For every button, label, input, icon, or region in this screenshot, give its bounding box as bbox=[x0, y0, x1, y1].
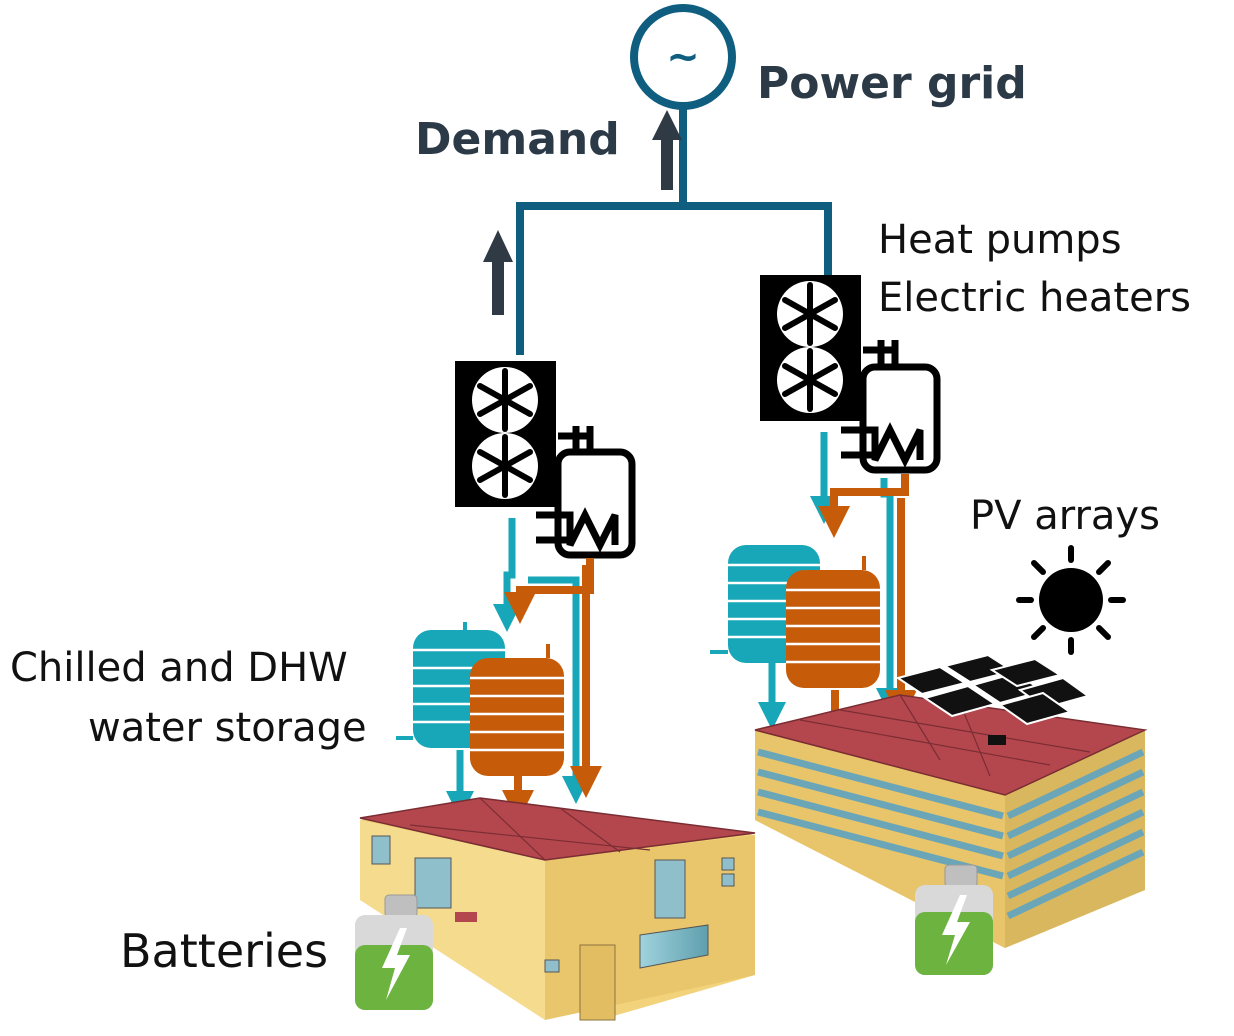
power-grid-label: Power grid bbox=[757, 58, 1027, 109]
battery-icon-right bbox=[915, 864, 993, 975]
electric-heater-icon-right bbox=[841, 340, 941, 474]
demand-arrow-main bbox=[652, 110, 682, 190]
pv-panel-array bbox=[895, 653, 1091, 726]
demand-label: Demand bbox=[415, 114, 620, 165]
sun-icon bbox=[1016, 545, 1126, 655]
battery-icon-left bbox=[355, 894, 433, 1010]
hot-water-tank-right bbox=[786, 556, 880, 688]
pv-arrays-label: PV arrays bbox=[970, 493, 1160, 539]
storage-label-line2: water storage bbox=[88, 705, 367, 751]
heat-pump-icon-left bbox=[455, 361, 556, 507]
grid-tilde-symbol: ~ bbox=[666, 34, 700, 80]
heat-pump-icon-right bbox=[760, 275, 861, 421]
office-building bbox=[754, 694, 1148, 948]
demand-arrow-left bbox=[483, 230, 513, 315]
batteries-label: Batteries bbox=[120, 924, 329, 978]
electric-heater-icon-left bbox=[536, 426, 636, 559]
electric-heaters-label: Electric heaters bbox=[878, 275, 1191, 321]
storage-label-line1: Chilled and DHW bbox=[10, 645, 348, 691]
power-grid-icon: ~ bbox=[630, 4, 736, 110]
heat-pumps-label: Heat pumps bbox=[878, 217, 1122, 263]
residential-building bbox=[359, 797, 756, 1021]
hot-water-flow-left bbox=[502, 558, 602, 822]
grid-connection-lines bbox=[516, 106, 832, 355]
hot-water-tank-left bbox=[470, 644, 564, 776]
